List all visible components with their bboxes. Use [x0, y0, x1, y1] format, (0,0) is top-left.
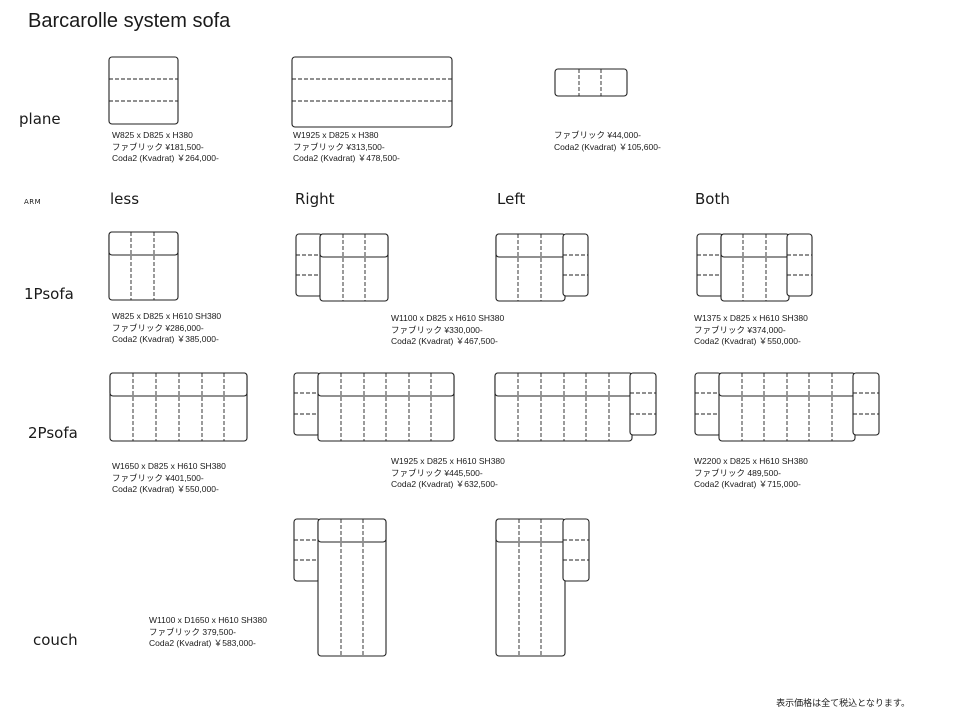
spec-coda-price: Coda2 (Kvadrat) ￥467,500- — [391, 336, 498, 346]
row-label-arm: ARM — [24, 198, 42, 206]
spec-coda-price: Coda2 (Kvadrat) ￥632,500- — [391, 479, 498, 489]
spec-fabric-price: ファブリック ¥181,500- — [112, 141, 204, 152]
spec-plane-2: W1925 x D825 x H380 ファブリック ¥313,500- Cod… — [293, 130, 400, 165]
1p-both-arms-diagram — [696, 233, 813, 302]
spec-1p-less: W825 x D825 x H610 SH380 ファブリック ¥286,000… — [112, 311, 221, 346]
spec-fabric-price: ファブリック 379,500- — [149, 626, 236, 637]
row-label-2psofa: 2Psofa — [28, 424, 78, 442]
spec-coda-price: Coda2 (Kvadrat) ￥385,000- — [112, 334, 219, 344]
spec-coda-price: Coda2 (Kvadrat) ￥105,600- — [554, 141, 661, 152]
spec-dimensions: W2200 x D825 x H610 SH380 — [694, 456, 808, 466]
1p-left-arm-diagram — [495, 233, 589, 302]
spec-fabric-price: ファブリック ¥445,500- — [391, 467, 483, 478]
2p-right-arm-diagram — [293, 372, 455, 442]
spec-plane-1: W825 x D825 x H380 ファブリック ¥181,500- Coda… — [112, 130, 219, 165]
spec-2p-both: W2200 x D825 x H610 SH380 ファブリック 489,500… — [694, 456, 808, 491]
spec-fabric-price: ファブリック ¥374,000- — [694, 324, 786, 335]
arm-header-both: Both — [695, 190, 730, 208]
spec-2p-less: W1650 x D825 x H610 SH380 ファブリック ¥401,50… — [112, 461, 226, 496]
spec-dimensions: W1375 x D825 x H610 SH380 — [694, 313, 808, 323]
arm-header-right: Right — [295, 190, 335, 208]
tax-note: 表示価格は全て税込となります。 — [776, 699, 910, 709]
spec-coda-price: Coda2 (Kvadrat) ￥715,000- — [694, 479, 801, 489]
spec-1p-both: W1375 x D825 x H610 SH380 ファブリック ¥374,00… — [694, 313, 808, 348]
spec-coda-price: Coda2 (Kvadrat) ￥478,500- — [293, 153, 400, 163]
page-title: Barcarolle system sofa — [28, 10, 231, 32]
row-label-couch: couch — [33, 631, 78, 649]
arm-header-left: Left — [497, 190, 526, 208]
couch-left-arm-diagram — [495, 518, 590, 657]
plane-2-seater-diagram — [291, 56, 453, 128]
plane-1-seater-diagram — [108, 56, 179, 125]
2p-armless-diagram — [109, 372, 248, 442]
spec-coda-price: Coda2 (Kvadrat) ￥583,000- — [149, 638, 256, 648]
spec-2p-side: W1925 x D825 x H610 SH380 ファブリック ¥445,50… — [391, 456, 505, 491]
2p-left-arm-diagram — [494, 372, 657, 442]
spec-dimensions: W825 x D825 x H610 SH380 — [112, 311, 222, 321]
spec-coda-price: Coda2 (Kvadrat) ￥550,000- — [694, 336, 801, 346]
spec-dimensions: W825 x D825 x H380 — [112, 130, 193, 140]
row-label-1psofa: 1Psofa — [24, 285, 74, 303]
spec-dimensions: W1925 x D825 x H380 — [293, 130, 379, 140]
spec-dimensions: W1650 x D825 x H610 SH380 — [112, 461, 226, 471]
arm-header-less: less — [110, 190, 140, 208]
spec-fabric-price: ファブリック ¥286,000- — [112, 322, 204, 333]
spec-plane-3: ファブリック ¥44,000- Coda2 (Kvadrat) ￥105,600… — [554, 130, 661, 153]
spec-dimensions: W1100 x D1650 x H610 SH380 — [149, 615, 267, 625]
spec-fabric-price: ファブリック ¥313,500- — [293, 141, 385, 152]
spec-coda-price: Coda2 (Kvadrat) ￥264,000- — [112, 153, 219, 163]
spec-dimensions: W1100 x D825 x H610 SH380 — [391, 313, 505, 323]
row-label-plane: plane — [19, 110, 61, 128]
couch-right-arm-diagram — [293, 518, 387, 657]
plane-small-diagram — [554, 68, 628, 97]
spec-fabric-price: ファブリック ¥401,500- — [112, 472, 204, 483]
spec-dimensions: W1925 x D825 x H610 SH380 — [391, 456, 505, 466]
spec-1p-side: W1100 x D825 x H610 SH380 ファブリック ¥330,00… — [391, 313, 504, 348]
spec-coda-price: Coda2 (Kvadrat) ￥550,000- — [112, 484, 219, 494]
1p-armless-diagram — [108, 231, 179, 301]
spec-fabric-price: ファブリック ¥44,000- — [554, 130, 641, 140]
spec-fabric-price: ファブリック ¥330,000- — [391, 324, 483, 335]
spec-couch: W1100 x D1650 x H610 SH380 ファブリック 379,50… — [149, 615, 267, 650]
2p-both-arms-diagram — [694, 372, 880, 442]
1p-right-arm-diagram — [295, 233, 389, 302]
spec-fabric-price: ファブリック 489,500- — [694, 467, 781, 478]
